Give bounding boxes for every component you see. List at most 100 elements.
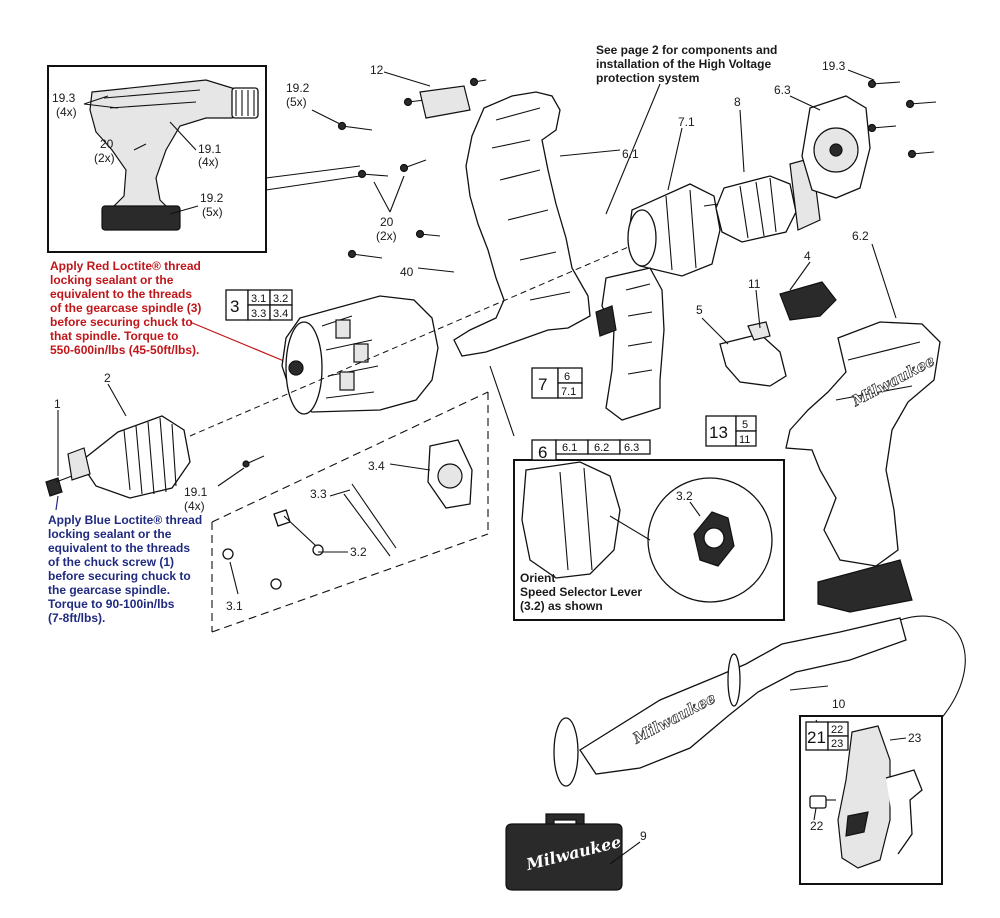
svg-text:the gearcase spindle.: the gearcase spindle. [48, 583, 170, 597]
svg-text:6: 6 [538, 443, 547, 462]
svg-text:7: 7 [538, 375, 547, 394]
switch-housing [595, 267, 665, 421]
svg-text:23: 23 [908, 731, 922, 745]
svg-text:19.1: 19.1 [198, 142, 222, 156]
svg-text:6.2: 6.2 [594, 442, 609, 454]
part-labels: 12 19.2 (5x) 19.3 6.3 8 7.1 6.1 20 (2x) … [54, 59, 922, 843]
group-box-7: 7 6 7.1 [531, 367, 583, 399]
svg-text:3.3: 3.3 [251, 308, 266, 320]
svg-text:(2x): (2x) [94, 151, 115, 165]
gearcase-hardware-area [211, 391, 489, 633]
inset-orient-labels: Orient Speed Selector Lever (3.2) as sho… [520, 489, 701, 613]
svg-text:before securing chuck to: before securing chuck to [50, 315, 193, 329]
svg-text:19.2: 19.2 [200, 191, 224, 205]
svg-text:(4x): (4x) [198, 155, 219, 169]
svg-text:(5x): (5x) [202, 205, 223, 219]
svg-text:21: 21 [807, 728, 826, 747]
svg-text:3.2: 3.2 [273, 293, 288, 305]
svg-text:Torque to 90-100in/lbs: Torque to 90-100in/lbs [48, 597, 175, 611]
parts-4-5-11 [719, 281, 837, 387]
housing-half-6-1 [453, 91, 591, 357]
svg-text:(4x): (4x) [184, 499, 205, 513]
svg-text:3.4: 3.4 [368, 459, 385, 473]
svg-text:Orient: Orient [520, 571, 555, 585]
inset-assembled-tool [47, 65, 361, 253]
svg-text:550-600in/lbs (45-50ft/lbs).: 550-600in/lbs (45-50ft/lbs). [50, 343, 199, 357]
inset-belt-clip [799, 715, 943, 885]
group-box-13: 13 5 11 [705, 415, 757, 447]
svg-text:6.1: 6.1 [562, 442, 577, 454]
svg-text:23: 23 [831, 738, 843, 750]
svg-text:19.3: 19.3 [52, 91, 76, 105]
red-loctite-note: Apply Red Loctite® thread locking sealan… [50, 259, 297, 367]
svg-text:8: 8 [734, 95, 741, 109]
assembly-axis [189, 241, 641, 437]
svg-text:3.1: 3.1 [251, 293, 266, 305]
chuck-screw-1 [45, 475, 73, 497]
svg-text:2: 2 [104, 371, 111, 385]
svg-text:22: 22 [810, 819, 824, 833]
svg-text:7.1: 7.1 [561, 386, 576, 398]
svg-text:equivalent to the threads: equivalent to the threads [50, 287, 192, 301]
group-box-21: 21 22 23 [805, 721, 849, 751]
svg-text:9: 9 [640, 829, 647, 843]
svg-text:5: 5 [742, 419, 748, 431]
svg-text:10: 10 [832, 697, 846, 711]
motor-7-1 [627, 183, 721, 277]
screws [337, 77, 937, 259]
svg-text:1: 1 [54, 397, 61, 411]
kit-box-9 [505, 813, 623, 891]
svg-text:Apply Red Loctite® thread: Apply Red Loctite® thread [50, 259, 201, 273]
svg-text:19.2: 19.2 [286, 81, 310, 95]
svg-text:11: 11 [748, 277, 761, 291]
svg-text:19.1: 19.1 [184, 485, 208, 499]
svg-text:20: 20 [100, 137, 114, 151]
svg-text:13: 13 [709, 423, 728, 442]
top-note: See page 2 for components and installati… [596, 43, 777, 215]
svg-text:19.3: 19.3 [822, 59, 846, 73]
svg-text:6.3: 6.3 [774, 83, 791, 97]
svg-text:4: 4 [804, 249, 811, 263]
inset-tool-labels: 19.3 (4x) 20 (2x) 19.1 (4x) 19.2 (5x) [52, 91, 224, 219]
svg-text:6: 6 [564, 371, 570, 383]
svg-text:7.1: 7.1 [678, 115, 695, 129]
svg-text:See page 2 for components and: See page 2 for components and [596, 43, 777, 57]
svg-text:11: 11 [739, 434, 750, 446]
svg-text:6.2: 6.2 [852, 229, 869, 243]
svg-text:(7-8ft/lbs).: (7-8ft/lbs). [48, 611, 105, 625]
svg-text:Speed Selector Lever: Speed Selector Lever [520, 585, 642, 599]
blue-loctite-note: Apply Blue Loctite® thread locking seala… [48, 495, 202, 625]
svg-text:before securing chuck to: before securing chuck to [48, 569, 191, 583]
svg-text:that spindle. Torque to: that spindle. Torque to [50, 329, 178, 343]
svg-text:12: 12 [370, 63, 384, 77]
leader-lines [57, 69, 907, 865]
inset-orient-selector [513, 459, 785, 621]
svg-text:6.3: 6.3 [624, 442, 639, 454]
gearcase-3 [281, 295, 439, 415]
svg-text:6.1: 6.1 [622, 147, 639, 161]
svg-text:(4x): (4x) [56, 105, 77, 119]
svg-text:of the gearcase spindle (3): of the gearcase spindle (3) [50, 301, 201, 315]
svg-text:(2x): (2x) [376, 229, 397, 243]
svg-text:(3.2) as shown: (3.2) as shown [520, 599, 603, 613]
svg-text:3.1: 3.1 [226, 599, 243, 613]
svg-text:22: 22 [831, 724, 843, 736]
side-handle-10 [553, 615, 966, 787]
armature-8 [703, 157, 821, 243]
svg-text:3.4: 3.4 [273, 308, 288, 320]
housing-half-6-2 [785, 321, 941, 613]
group-box-6: 6 6.1 6.2 6.3 [531, 439, 651, 462]
group-box-3: 3 3.1 3.2 3.3 3.4 [225, 289, 293, 321]
svg-text:20: 20 [380, 215, 394, 229]
svg-text:of the chuck screw (1): of the chuck screw (1) [48, 555, 174, 569]
svg-text:locking sealant or the: locking sealant or the [50, 273, 174, 287]
svg-text:3.2: 3.2 [676, 489, 693, 503]
svg-text:Apply Blue Loctite® thread: Apply Blue Loctite® thread [48, 513, 202, 527]
svg-text:protection system: protection system [596, 71, 699, 85]
svg-text:installation of the High Volta: installation of the High Voltage [596, 57, 771, 71]
end-cap-6-3 [801, 95, 871, 199]
svg-text:3.2: 3.2 [350, 545, 367, 559]
chuck-2 [67, 415, 191, 499]
